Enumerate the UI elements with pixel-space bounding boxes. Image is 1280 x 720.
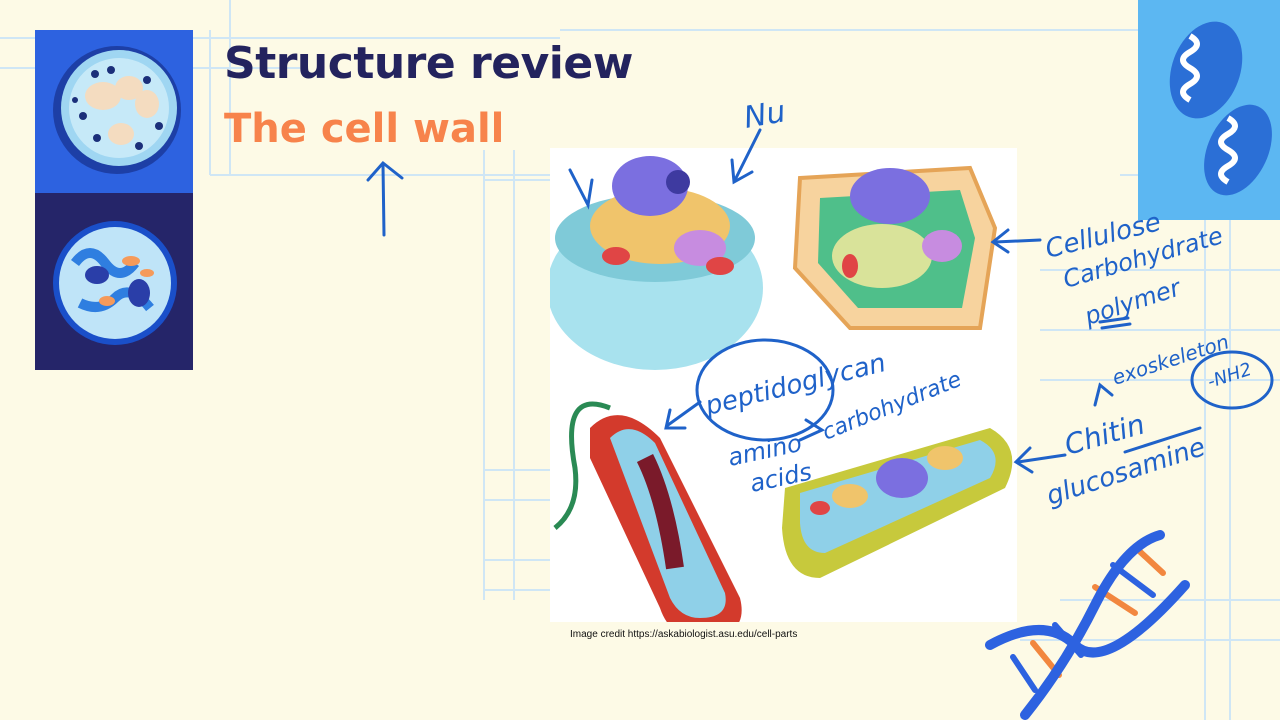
microbe-illustration-panel: [35, 193, 193, 370]
dna-icon: [985, 530, 1190, 720]
mitochondria-icon: [1169, 21, 1272, 196]
microbe-cell-icon: [53, 221, 177, 345]
slide-title: Structure review: [224, 38, 633, 89]
cell-illustration-panel: [35, 30, 193, 193]
cell-types-image: [547, 148, 1017, 638]
bacterium-illustration: [553, 401, 742, 638]
mitochondria-decoration: [1138, 0, 1280, 220]
slide-subtitle: The cell wall: [224, 106, 505, 152]
animal-cell-illustration: [547, 156, 763, 370]
cell-icon: [53, 46, 181, 174]
image-credit: Image credit https://askabiologist.asu.e…: [570, 629, 798, 640]
fungal-cell-illustration: [782, 428, 1013, 578]
plant-cell-illustration: [792, 165, 998, 330]
